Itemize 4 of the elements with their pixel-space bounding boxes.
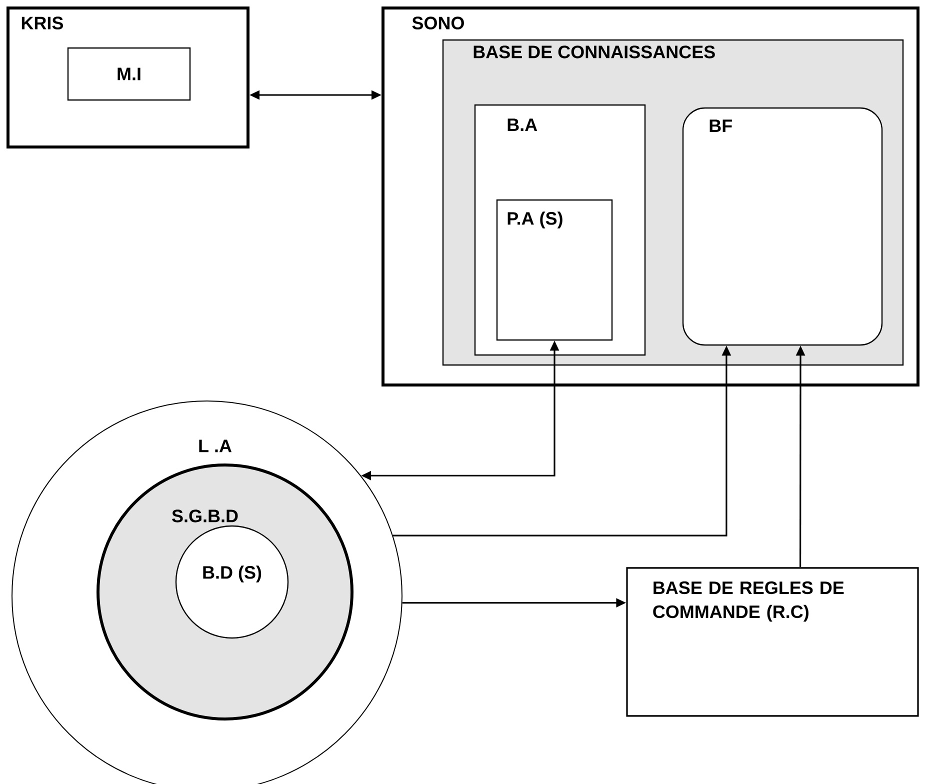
box: BASE DE REGLES DE COMMANDE (R.C): [626, 567, 919, 717]
rounded-box: BF: [682, 107, 883, 346]
box: M.I: [67, 47, 191, 101]
box: P.A (S): [496, 199, 613, 341]
